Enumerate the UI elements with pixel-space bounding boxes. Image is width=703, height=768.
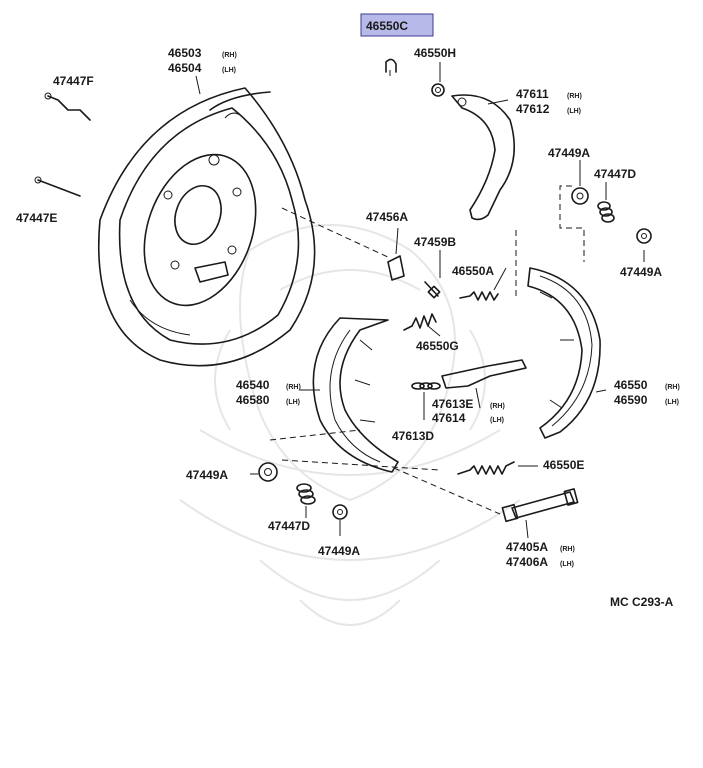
side-46503: (RH) <box>222 52 237 59</box>
label-47612: 47612 <box>516 102 550 116</box>
label-47447f: 47447F <box>53 74 94 88</box>
label-46580: 46580 <box>236 393 270 407</box>
label-47614: 47614 <box>432 411 466 425</box>
highlight-rect[interactable] <box>360 13 434 37</box>
side-47406a: (LH) <box>560 561 574 568</box>
spring-47613d <box>411 382 441 390</box>
label-47613e: 47613E <box>432 397 473 411</box>
brake-shoe-left-web <box>354 339 376 423</box>
label-46540: 46540 <box>236 378 270 392</box>
label-46550e: 46550E <box>543 458 584 472</box>
retainer-cup-right-top-hole <box>576 192 584 200</box>
retainer-cup-bottom <box>332 504 348 520</box>
label-46550h: 46550H <box>414 46 456 60</box>
label-46550g: 46550G <box>416 339 459 353</box>
label-47449a-left: 47449A <box>186 468 228 482</box>
backing-plate <box>97 87 316 367</box>
label-47459b: 47459B <box>414 235 456 249</box>
washer-46550h <box>431 83 445 97</box>
side-46590: (LH) <box>665 399 679 406</box>
leader-lines <box>195 62 645 539</box>
washer-46550h-hole <box>435 87 441 93</box>
retainer-cup-right-hole <box>641 233 647 239</box>
rod-47447e <box>37 179 81 197</box>
rod-end <box>34 176 42 184</box>
retainer-cup-right <box>636 228 652 244</box>
label-47613d: 47613D <box>392 429 434 443</box>
spring-46550e <box>457 461 515 475</box>
brake-shoe-left-lining <box>329 329 381 463</box>
brake-shoe-right <box>527 267 601 439</box>
parking-brake-lever <box>451 94 516 221</box>
hole-plug-47456a <box>387 255 405 281</box>
label-46550a: 46550A <box>452 264 494 278</box>
label-46504: 46504 <box>168 61 202 75</box>
label-46503: 46503 <box>168 46 202 60</box>
spring-47447d-bottom <box>296 483 316 505</box>
watermark-emblem <box>179 224 521 626</box>
spring-clip-47447f <box>47 95 91 121</box>
side-47612: (LH) <box>567 108 581 115</box>
label-47447d-right: 47447D <box>594 167 636 181</box>
label-47449a-bottom: 47449A <box>318 544 360 558</box>
alignment-lines <box>269 70 585 515</box>
clip-46550c <box>385 58 397 73</box>
brake-shoe-right-lining <box>539 275 593 427</box>
pin-47459b <box>424 281 441 299</box>
retainer-cup-left <box>258 462 278 482</box>
side-47613e: (RH) <box>490 403 505 410</box>
side-46580: (LH) <box>286 399 300 406</box>
highlight-box[interactable]: 46550C <box>360 13 434 37</box>
brake-shoe-left <box>312 317 399 473</box>
retainer-cup-right-top <box>571 187 589 205</box>
spring-clip-end <box>44 92 52 100</box>
label-46550: 46550 <box>614 378 648 392</box>
spring-47447d-right <box>597 201 615 223</box>
side-47614: (LH) <box>490 417 504 424</box>
adjuster-47613e <box>441 359 527 389</box>
retainer-cup-left-hole <box>264 468 272 476</box>
label-47406a: 47406A <box>506 555 548 569</box>
spring-46550g <box>403 313 437 331</box>
label-47449a-top: 47449A <box>548 146 590 160</box>
side-46540: (RH) <box>286 384 301 391</box>
retainer-cup-bottom-hole <box>337 509 343 515</box>
side-47611: (RH) <box>567 93 582 100</box>
label-47447d-bottom: 47447D <box>268 519 310 533</box>
side-47405a: (RH) <box>560 546 575 553</box>
label-47447e: 47447E <box>16 211 57 225</box>
label-47611: 47611 <box>516 87 549 101</box>
label-47456a: 47456A <box>366 210 408 224</box>
spring-46550a <box>459 291 499 301</box>
label-46590: 46590 <box>614 393 648 407</box>
diagram-code: MC C293-A <box>610 595 674 609</box>
strut-47405a <box>501 488 579 523</box>
brake-shoe-right-web <box>539 291 574 409</box>
label-46550c[interactable]: 46550C <box>366 19 408 33</box>
lever-pivot <box>457 97 467 107</box>
label-47405a: 47405A <box>506 540 548 554</box>
label-47449a-right: 47449A <box>620 265 662 279</box>
side-46550: (RH) <box>665 384 680 391</box>
side-46504: (LH) <box>222 67 236 74</box>
